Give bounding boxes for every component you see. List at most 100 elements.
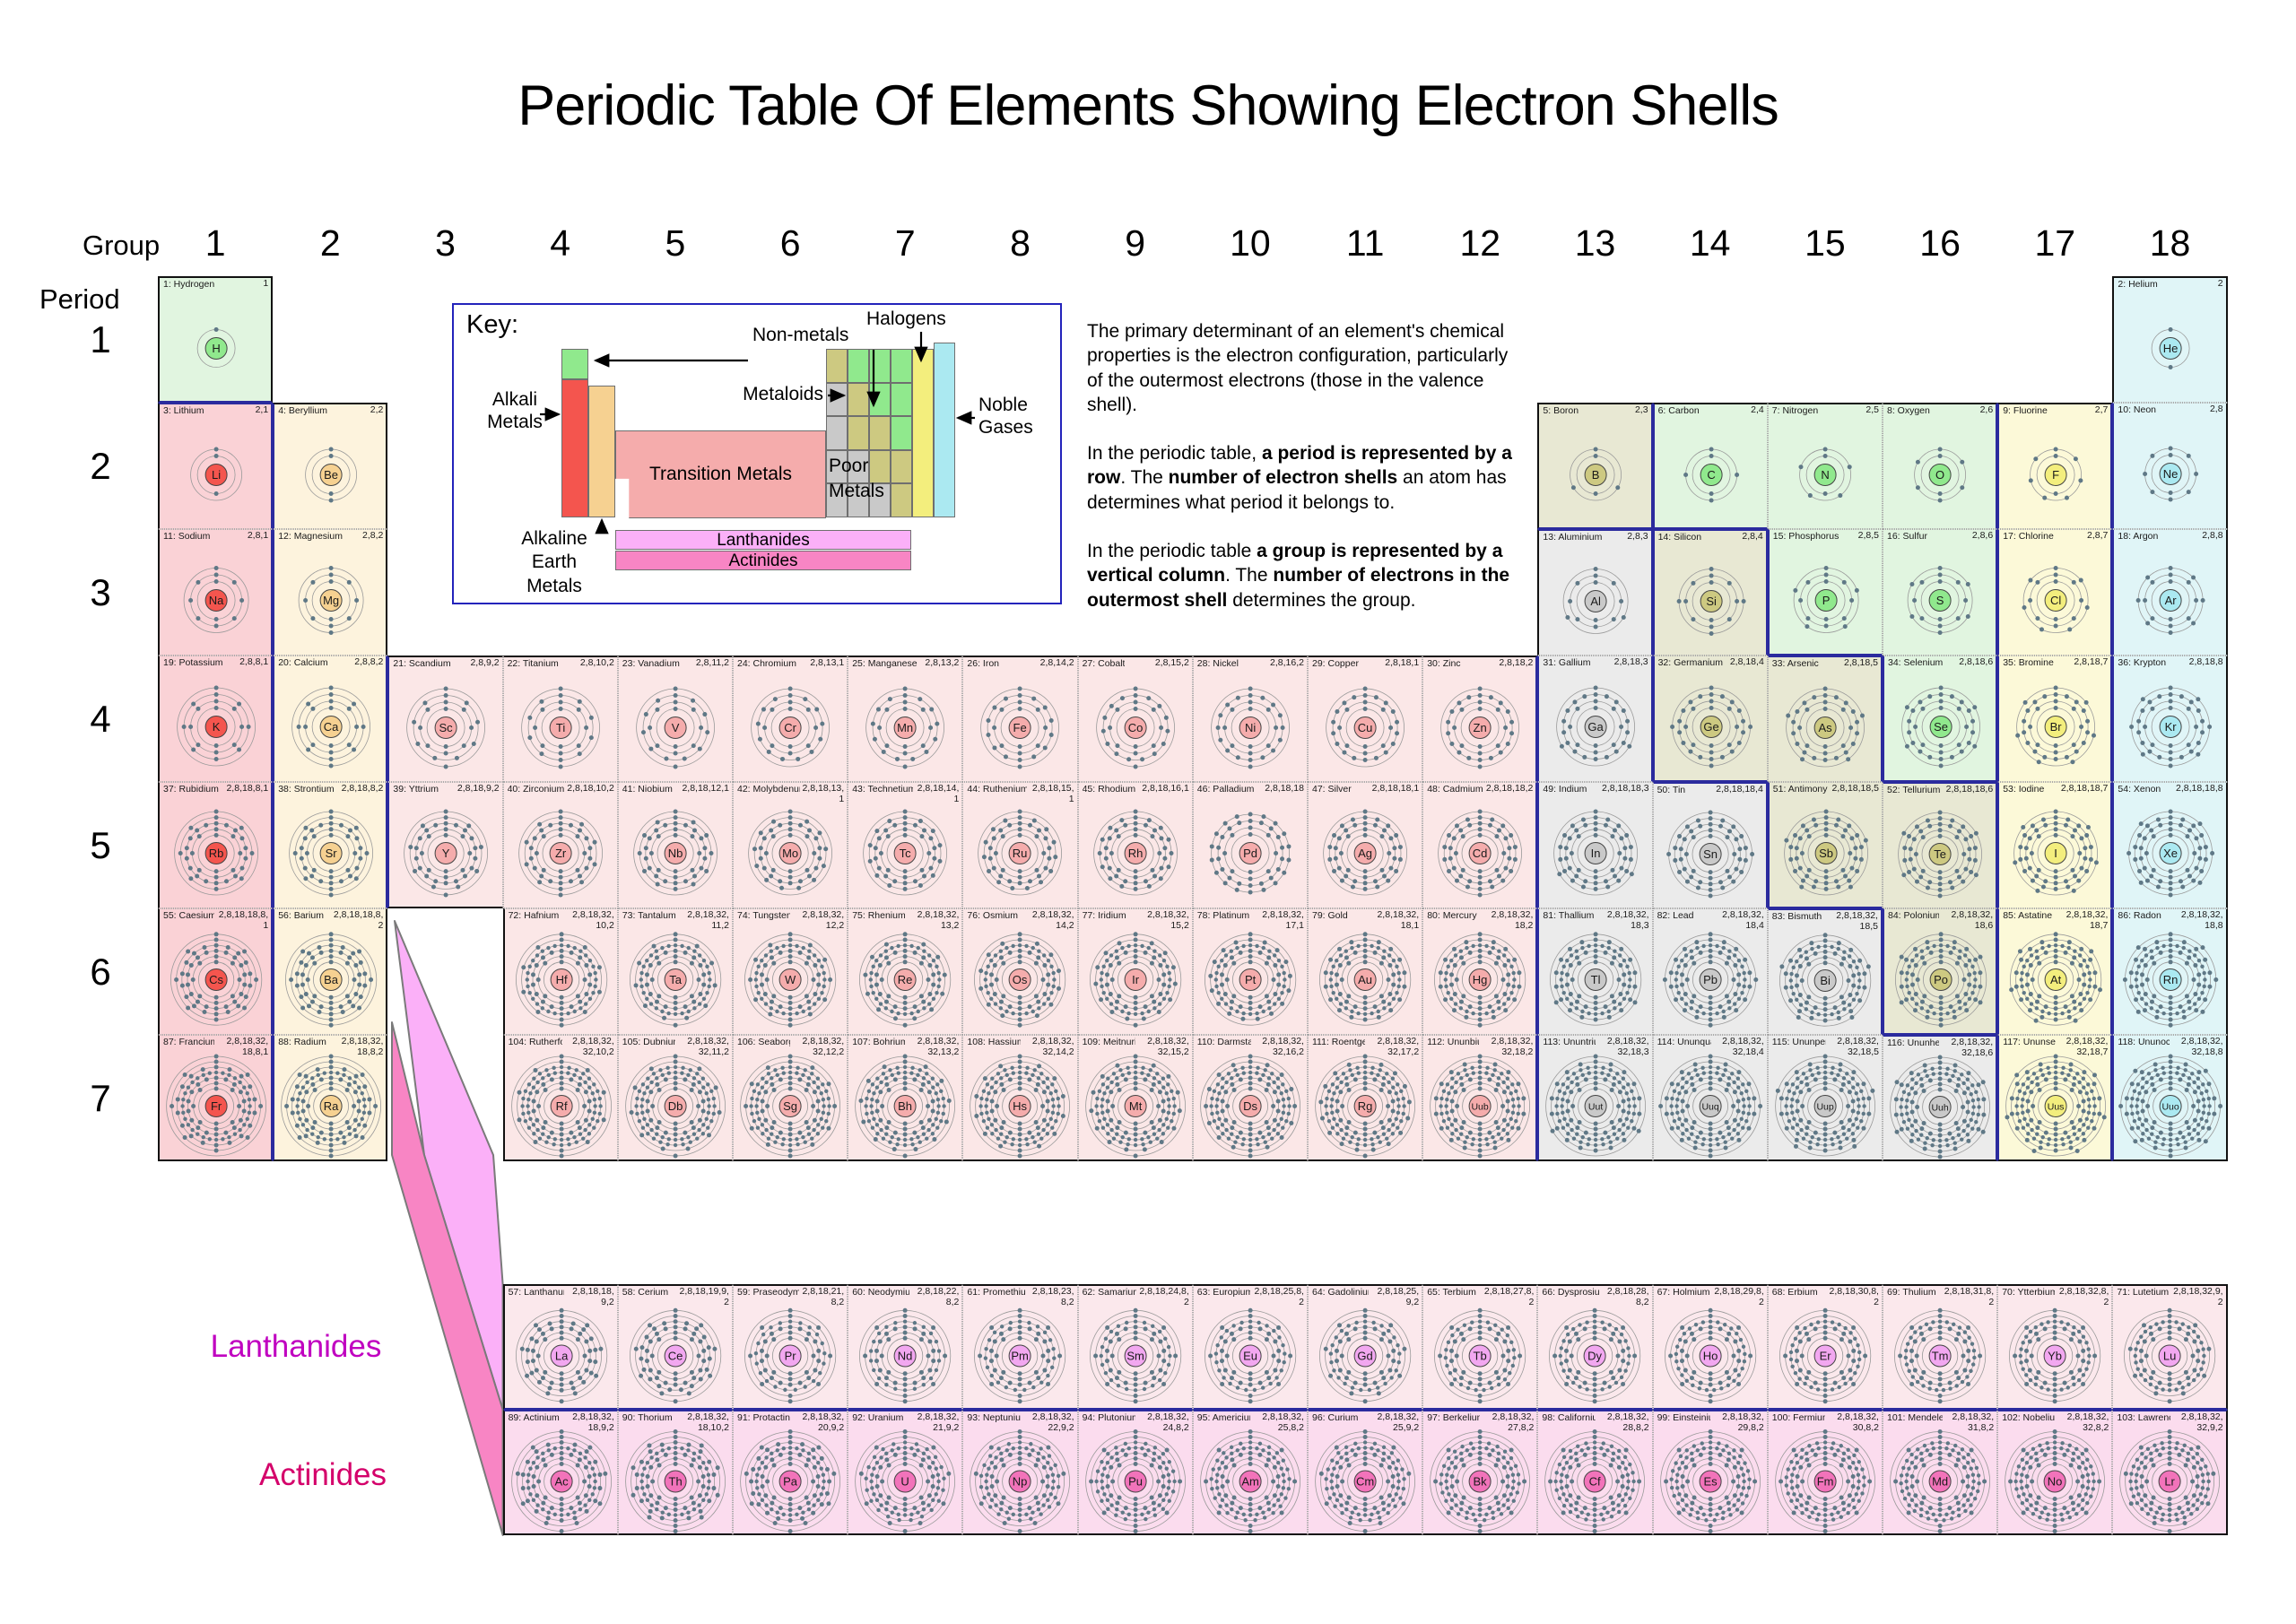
element-number-name: 117: Ununseptium [2003, 1037, 2056, 1047]
element-number-name: 116: Ununhexium [1887, 1038, 1940, 1048]
electron-shell-diagram: Kr [2129, 685, 2213, 769]
element-config: 2,​8,​18,​32,​11,​2 [687, 909, 729, 931]
element-config: 2,​8,​18,​32,​22,​9,​2 [1031, 1411, 1074, 1433]
element-symbol: Tl [1591, 973, 1601, 986]
electron-shell-diagram: Uub [1430, 1054, 1531, 1159]
electron-shell-diagram: Ga [1556, 685, 1636, 767]
electron-shell-diagram: Md [1890, 1429, 1990, 1533]
element-symbol: Hf [555, 973, 567, 986]
electron-shell-diagram: Ru [978, 809, 1063, 896]
element-number-name: 67: Holmium [1657, 1287, 1710, 1298]
period-number-3: 3 [90, 570, 111, 613]
element-symbol: Es [1703, 1475, 1718, 1489]
element-config: 2,​8,​18,​32,​14,​2 [1031, 909, 1074, 931]
element-config: 2,​8,​18,​25,​8,​2 [1254, 1286, 1304, 1307]
electron-shell-diagram: Fr [166, 1054, 266, 1157]
element-number-name: 102: Nobelium [2002, 1412, 2056, 1423]
element-number-name: 114: Ununquadium [1657, 1037, 1712, 1047]
electron-shell-diagram: No [2005, 1429, 2106, 1533]
element-config: 2,​6 [1979, 404, 1994, 415]
element-config: 2,​4 [1751, 404, 1764, 415]
element-symbol: O [1935, 468, 1944, 482]
key-label-poor-metals: Poor Metals [829, 456, 884, 502]
key-heading: Key: [466, 310, 519, 339]
element-number-name: 71: Lutetium [2117, 1287, 2170, 1298]
element-config: 2,​8,​18,​32,​25,​9,​2 [1377, 1411, 1420, 1433]
element-config: 2,​8,​18,​18,​9,​2 [572, 1286, 614, 1307]
element-config: 2,​8,​18,​32,​18,​5 [1836, 910, 1878, 932]
element-number-name: 94: Plutonium [1082, 1412, 1135, 1423]
element-config: 2,​8,​18,​18,​8,​1 [218, 909, 269, 931]
electron-shell-diagram: Y [404, 809, 489, 898]
element-symbol: Rb [209, 847, 224, 860]
electron-shell-diagram: Bi [1779, 933, 1871, 1027]
electron-shell-diagram: At [2009, 932, 2103, 1026]
element-symbol: Np [1013, 1475, 1028, 1489]
element-config: 2,​8,​18,​32,​18,​7 [2066, 909, 2109, 931]
element-symbol: Uup [1816, 1101, 1833, 1112]
element-config: 2,​8,​18,​32,​25,​8,​2 [1262, 1411, 1304, 1433]
element-config: 2,​8,​18,​18,​6 [1945, 784, 1994, 795]
period-number-2: 2 [90, 444, 111, 487]
key-label-noble-gases: Noble Gases [978, 395, 1033, 438]
element-config: 2,​8,​18,​18,​4 [1716, 784, 1763, 795]
element-config: 2,​8,​18,​32,​32,​18,​6 [1951, 1037, 1994, 1058]
group-number-10: 10 [1230, 222, 1271, 264]
element-number-name: 110: Darmstadium [1196, 1037, 1251, 1047]
element-config: 2,​8,​18,​19,​9,​2 [679, 1286, 729, 1307]
element-config: 2,​8,​18,​21,​8,​2 [802, 1286, 845, 1307]
element-number-name: 25: Manganese [852, 658, 918, 669]
element-symbol: Ce [668, 1350, 683, 1363]
element-config: 2,​2 [370, 404, 384, 415]
element-symbol: Pt [1245, 973, 1257, 986]
key-stair-cell [869, 416, 891, 450]
element-number-name: 17: Chlorine [2003, 531, 2054, 542]
element-number-name: 46: Palladium [1196, 784, 1255, 795]
element-symbol: Nd [898, 1350, 913, 1363]
element-symbol: Fe [1013, 721, 1027, 734]
element-config: 2,​8,​18,​32,​18,​8,​1 [226, 1036, 269, 1057]
element-config: 2,​8,​18,​31,​8,​2 [1944, 1286, 1995, 1307]
element-symbol: La [554, 1350, 568, 1363]
element-number-name: 73: Tantalum [622, 910, 675, 921]
element-config: 2,​8,​10,​2 [579, 657, 614, 668]
element-number-name: 6: Carbon [1657, 405, 1700, 416]
element-number-name: 69: Thulium [1887, 1287, 1936, 1298]
group-number-1: 1 [204, 222, 226, 264]
element-number-name: 76: Osmium [967, 910, 1018, 921]
element-config: 2,​8,​18,​7 [2074, 656, 2109, 667]
period-number-5: 5 [90, 823, 111, 866]
element-config: 2,​8,​18,​32,​32,​18,​3 [1606, 1036, 1649, 1057]
element-config: 2,​8,​18,​32,​15,​2 [1147, 909, 1189, 931]
electron-shell-diagram: Zn [1440, 686, 1520, 769]
element-number-name: 34: Selenium [1888, 657, 1944, 668]
element-config: 2,​8,​18,​32,​32,​9,​2 [2180, 1411, 2223, 1433]
element-number-name: 56: Barium [278, 910, 324, 921]
electron-shell-diagram: Cs [170, 932, 263, 1026]
electron-shell-diagram: Hf [515, 932, 607, 1028]
element-number-name: 49: Indium [1543, 784, 1587, 795]
element-config: 2,​8,​18,​18,​3 [1602, 783, 1649, 794]
element-number-name: 38: Strontium [278, 784, 335, 795]
element-symbol: Po [1934, 973, 1948, 986]
electron-shell-diagram: Db [624, 1054, 726, 1159]
element-symbol: Lr [2165, 1475, 2176, 1489]
electron-shell-diagram: Es [1659, 1429, 1761, 1533]
